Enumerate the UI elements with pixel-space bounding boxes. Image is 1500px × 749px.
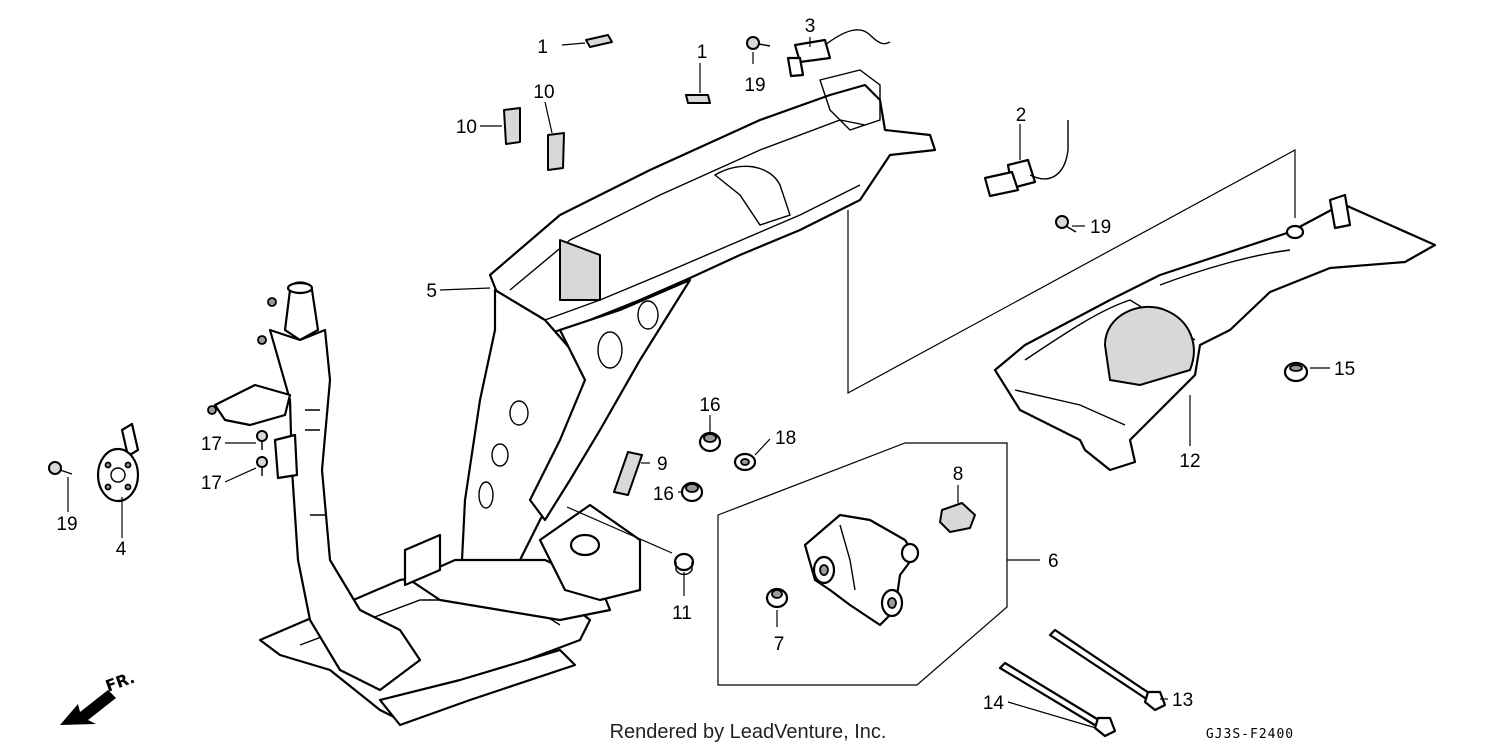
connector-2: [983, 120, 1069, 198]
group-6-boundary: [717, 442, 1008, 686]
rubber-pad-1a: [585, 34, 613, 48]
callout-8: 8: [953, 464, 964, 485]
callout-19b: 19: [1090, 217, 1111, 238]
callout-7: 7: [774, 634, 785, 655]
bolt-19b: [1055, 215, 1077, 233]
callout-19a: 19: [744, 75, 765, 96]
callout-19c: 19: [56, 514, 77, 535]
nut-16a: [698, 431, 722, 453]
rubber-strip-9: [613, 451, 643, 496]
long-bolt-13: [1048, 628, 1167, 712]
nut-16b: [680, 481, 704, 503]
callout-11: 11: [672, 603, 692, 624]
bolt-19a: [746, 36, 771, 50]
long-bolt-14: [998, 661, 1117, 738]
reflector-strip-10a: [503, 107, 521, 145]
credit-text: Rendered by LeadVenture, Inc.: [610, 721, 887, 743]
callout-17a: 17: [201, 434, 222, 455]
callout-1b: 1: [697, 42, 708, 63]
rubber-pad-1b: [685, 94, 711, 104]
nut-7: [765, 587, 789, 609]
screw-17b: [256, 456, 268, 476]
callout-5: 5: [426, 281, 437, 302]
reflector-strip-10b: [547, 132, 565, 171]
callout-2: 2: [1016, 105, 1027, 126]
leader-lines: [67, 37, 1330, 729]
engine-hanger: [803, 513, 920, 627]
callout-13: 13: [1172, 690, 1193, 711]
main-frame: [207, 69, 937, 727]
rubber-stopper-8: [939, 502, 976, 533]
connector-3: [786, 29, 891, 78]
screw-17a: [256, 430, 268, 450]
front-label: FR.: [103, 668, 137, 696]
callout-12: 12: [1179, 451, 1200, 472]
callout-9: 9: [657, 454, 668, 475]
callout-16a: 16: [699, 395, 720, 416]
front-direction-indicator: FR.: [60, 668, 137, 725]
callout-4: 4: [116, 539, 127, 560]
callout-15: 15: [1334, 359, 1355, 380]
callout-10b: 10: [533, 82, 554, 103]
grommet-15: [1283, 361, 1309, 383]
floor-cover-12: [993, 193, 1437, 472]
callout-18: 18: [775, 428, 796, 449]
callout-6: 6: [1048, 551, 1059, 572]
group-12-leader: [847, 148, 1296, 395]
diagram-code: GJ3S-F2400: [1206, 727, 1294, 742]
front-arrow-icon: [60, 690, 116, 725]
callout-14: 14: [983, 693, 1005, 714]
horn-4: [96, 422, 140, 503]
callout-17b: 17: [201, 473, 222, 494]
callout-labels: 1 1 2 3 4 5 6 7 8 9 10 10 11 12 13 14 15…: [56, 16, 1355, 714]
callout-1a: 1: [537, 37, 548, 58]
callout-10a: 10: [456, 117, 477, 138]
callout-3: 3: [805, 16, 816, 37]
callout-16b: 16: [653, 484, 674, 505]
collar-11: [673, 552, 695, 576]
washer-18: [733, 452, 757, 472]
bolt-19c: [48, 461, 73, 475]
